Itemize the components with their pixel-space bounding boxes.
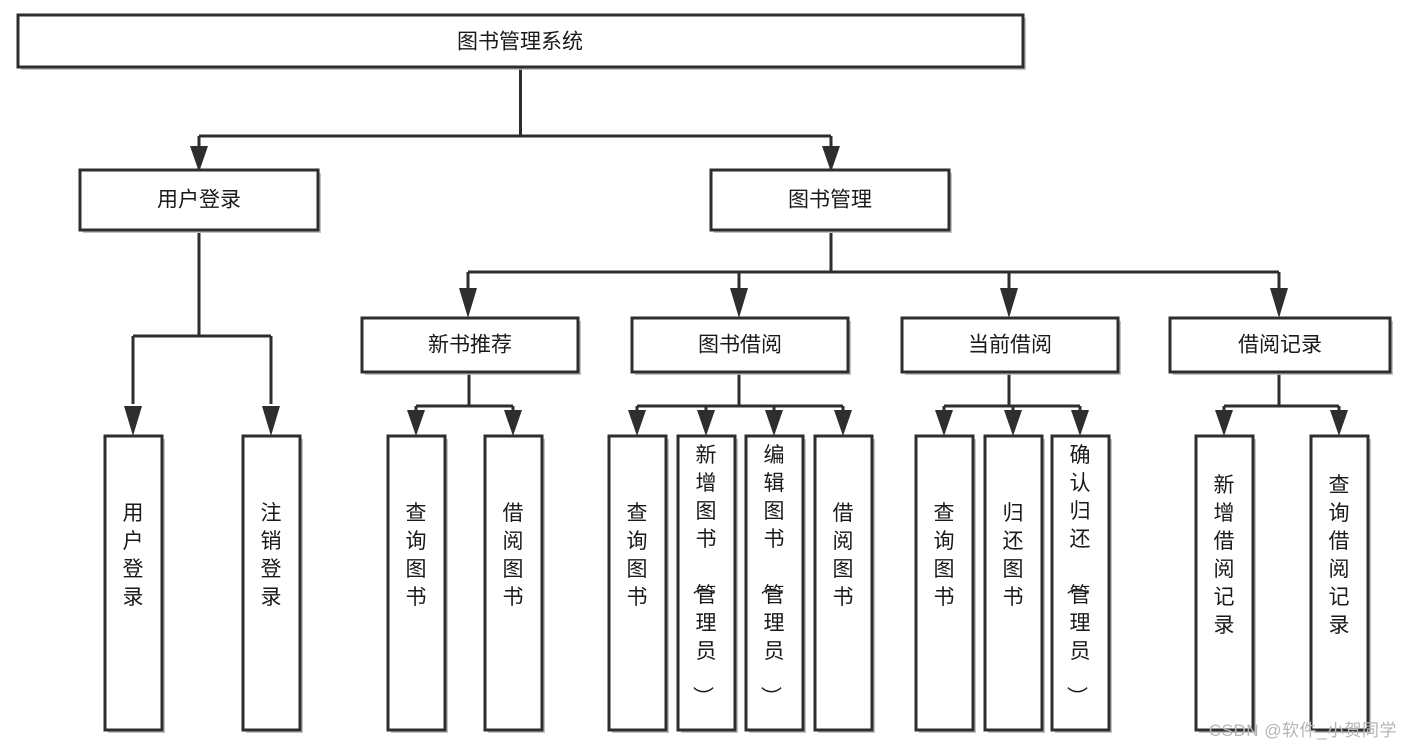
arrow-head-bookborrow-leaf-2 [697, 410, 715, 436]
node-borrow-record-box [1168, 316, 1392, 374]
node-root-label: 图书管理系统 [457, 31, 583, 54]
node-borrow-record-label: 借阅记录 [1238, 334, 1322, 357]
leaf-currentborrow-confirm-return[interactable]: 确认归还（管理员） [1050, 434, 1112, 733]
leaf-user-login-label: 用户登录 [123, 502, 144, 609]
arrow-head-leaf-user-login [124, 406, 142, 436]
csdn-watermark: CSDN @软件_小贺同学 [1208, 721, 1397, 740]
leaf-newbook-query-book[interactable]: 查询图书 [386, 434, 448, 733]
leaf-logout[interactable]: 注销登录 [241, 434, 303, 733]
node-new-book-recommend[interactable]: 新书推荐 [360, 316, 581, 375]
leaf-bookborrow-add-book-label: 新增图书（管理员） [691, 444, 717, 707]
leaf-newbook-borrow-book-box [483, 434, 544, 732]
leaf-borrowrecord-add-record-box [1194, 434, 1255, 732]
leaf-bookborrow-borrow-book[interactable]: 借阅图书 [813, 434, 875, 733]
node-current-borrow-box [900, 316, 1120, 374]
leaf-currentborrow-return-book-label: 归还图书 [1003, 502, 1024, 609]
arrow-head-currentborrow-leaf-3 [1071, 410, 1089, 436]
leaf-currentborrow-return-book[interactable]: 归还图书 [983, 434, 1045, 733]
leaf-logout-box [241, 434, 302, 732]
leaf-bookborrow-add-book-box [676, 434, 737, 732]
arrow-head-leaf-logout [262, 406, 280, 436]
leaf-newbook-query-book-label: 查询图书 [406, 502, 427, 609]
leaf-currentborrow-query-book-box [914, 434, 975, 732]
node-book-borrow-label: 图书借阅 [698, 334, 782, 357]
leaf-currentborrow-query-book[interactable]: 查询图书 [914, 434, 976, 733]
arrow-head-new-book [459, 288, 477, 318]
arrow-head-currentborrow-leaf-1 [935, 410, 953, 436]
node-current-borrow[interactable]: 当前借阅 [900, 316, 1121, 375]
node-book-borrow-box [630, 316, 850, 374]
node-current-borrow-label: 当前借阅 [968, 334, 1052, 357]
arrow-head-bookborrow-leaf-1 [628, 410, 646, 436]
leaf-bookborrow-borrow-book-box [813, 434, 874, 732]
leaf-borrowrecord-query-record[interactable]: 查询借阅记录 [1309, 434, 1371, 733]
arrow-head-bookborrow-leaf-3 [765, 410, 783, 436]
leaf-currentborrow-return-book-box [983, 434, 1044, 732]
leaf-borrowrecord-add-record-label: 新增借阅记录 [1214, 474, 1235, 637]
leaf-bookborrow-query-book[interactable]: 查询图书 [607, 434, 669, 733]
node-book-borrow[interactable]: 图书借阅 [630, 316, 851, 375]
arrow-head-book-borrow [730, 288, 748, 318]
node-root[interactable]: 图书管理系统 [16, 13, 1026, 70]
arrow-head-user-login [190, 146, 208, 172]
leaf-bookborrow-query-book-label: 查询图书 [627, 502, 648, 609]
arrow-head-borrowrecord-leaf-2 [1330, 410, 1348, 436]
leaf-currentborrow-query-book-label: 查询图书 [934, 502, 955, 609]
node-new-book-recommend-label: 新书推荐 [428, 334, 512, 357]
node-user-login-label: 用户登录 [157, 189, 241, 212]
node-user-login[interactable]: 用户登录 [78, 168, 321, 233]
leaf-borrowrecord-query-record-box [1309, 434, 1370, 732]
leaf-bookborrow-edit-book-label: 编辑图书（管理员） [759, 444, 785, 707]
leaf-bookborrow-add-book[interactable]: 新增图书（管理员） [676, 434, 738, 733]
arrow-head-bookborrow-leaf-4 [834, 410, 852, 436]
leaf-currentborrow-confirm-return-box [1050, 434, 1111, 732]
leaf-currentborrow-confirm-return-label: 确认归还（管理员） [1065, 444, 1091, 707]
leaf-newbook-borrow-book[interactable]: 借阅图书 [483, 434, 545, 733]
leaf-user-login[interactable]: 用户登录 [103, 434, 165, 733]
node-borrow-record[interactable]: 借阅记录 [1168, 316, 1393, 375]
arrow-head-borrow-record [1270, 288, 1288, 318]
node-user-login-box [78, 168, 320, 232]
leaf-bookborrow-edit-book[interactable]: 编辑图书（管理员） [744, 434, 806, 733]
node-new-book-recommend-box [360, 316, 580, 374]
arrow-head-book-manage [822, 146, 840, 172]
arrow-head-newbook-leaf-1 [407, 410, 425, 436]
leaf-newbook-query-book-box [386, 434, 447, 732]
node-book-manage-box [709, 168, 951, 232]
node-book-manage-label: 图书管理 [788, 189, 872, 212]
node-book-manage[interactable]: 图书管理 [709, 168, 952, 233]
leaf-newbook-borrow-book-label: 借阅图书 [503, 502, 524, 609]
arrow-head-newbook-leaf-2 [504, 410, 522, 436]
leaf-bookborrow-borrow-book-label: 借阅图书 [833, 502, 854, 609]
connector-layer [124, 67, 1348, 436]
leaf-borrowrecord-query-record-label: 查询借阅记录 [1329, 474, 1350, 637]
arrow-head-current-borrow [1000, 288, 1018, 318]
leaf-borrowrecord-add-record[interactable]: 新增借阅记录 [1194, 434, 1256, 733]
arrow-head-currentborrow-leaf-2 [1004, 410, 1022, 436]
arrow-head-borrowrecord-leaf-1 [1215, 410, 1233, 436]
node-root-box [16, 13, 1025, 69]
leaf-logout-label: 注销登录 [261, 502, 282, 609]
leaf-bookborrow-query-book-box [607, 434, 668, 732]
leaf-user-login-box [103, 434, 164, 732]
leaf-bookborrow-edit-book-box [744, 434, 805, 732]
